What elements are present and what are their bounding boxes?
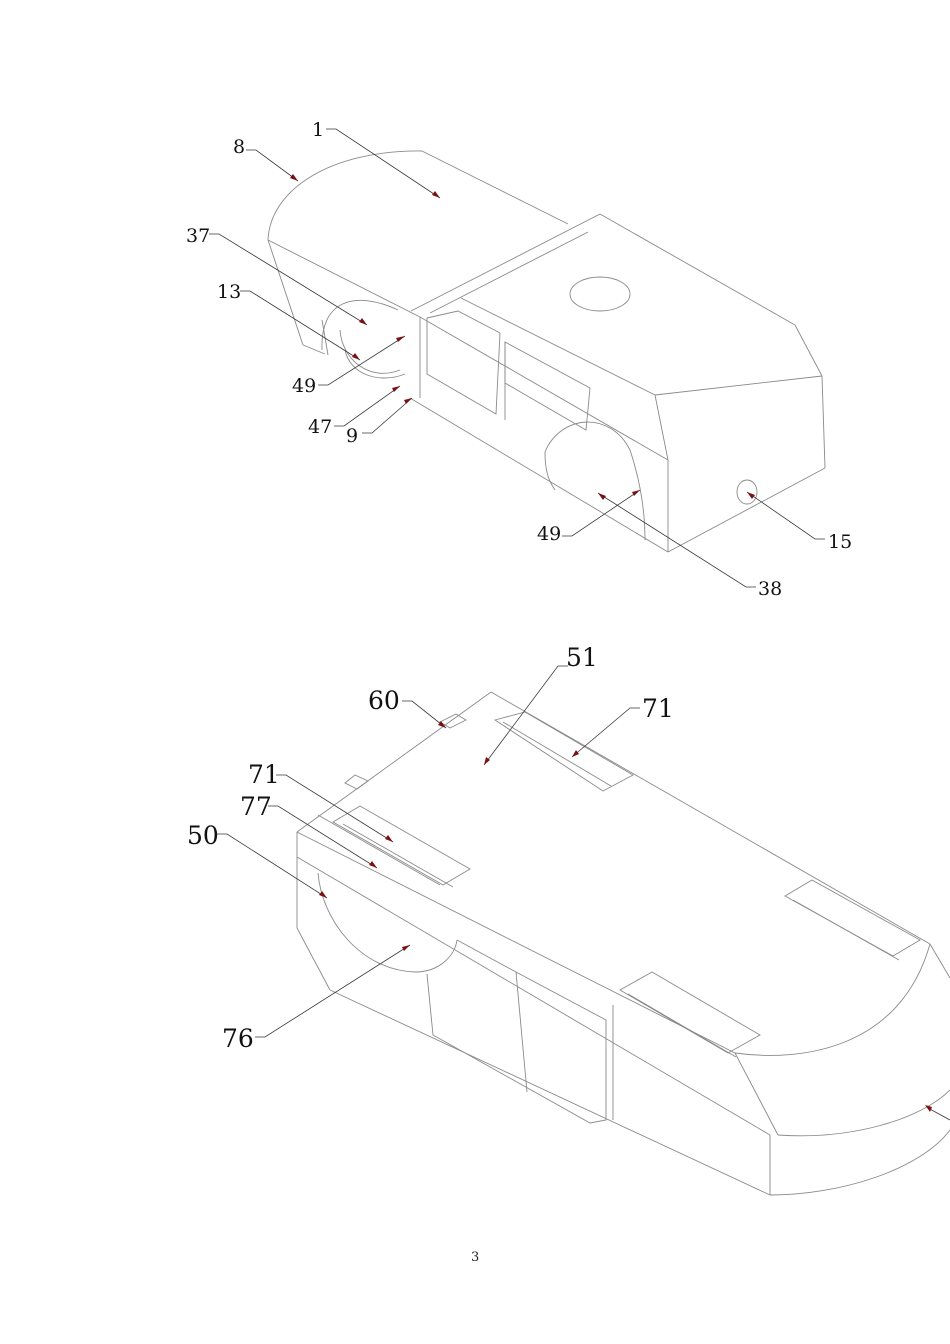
figure-top: 1 8 37 13 49 47 9 49 15 38 [186,119,852,600]
callout-13: 13 [217,281,241,303]
callout-76: 76 [222,1024,254,1053]
callout-49-front: 49 [292,375,316,397]
callout-60: 60 [368,686,400,715]
figure-bottom: 51 60 71 71 77 50 76 [187,643,950,1196]
leader-60 [402,700,447,729]
callout-77: 77 [240,792,272,821]
leader-76 [255,944,411,1038]
leader-38 [597,492,756,588]
leader-47 [334,385,401,427]
callout-50: 50 [187,821,219,850]
leader-8 [246,149,299,182]
callout-1: 1 [312,119,324,141]
leader-71-right [571,707,640,758]
callout-9: 9 [346,425,358,447]
leader-49a [318,335,406,386]
callout-8: 8 [233,136,245,158]
callout-38: 38 [758,578,782,600]
callout-37: 37 [186,225,210,247]
leader-lines-top [209,128,825,588]
leader-77 [268,805,378,869]
callout-labels-bottom: 51 60 71 71 77 50 76 [187,643,674,1053]
leader-51 [483,665,568,766]
device-body-top [267,150,826,553]
leader-9 [362,397,413,434]
page-number: 3 [471,1250,479,1265]
leader-edge-right [925,1105,950,1121]
device-body-bottom [296,691,950,1196]
leader-1 [326,128,441,199]
leader-15 [746,491,825,540]
callout-51: 51 [566,643,598,672]
callout-71-right: 71 [642,694,674,723]
leader-13 [240,290,361,361]
callout-47: 47 [308,416,332,438]
leader-lines-bottom [217,665,950,1121]
callout-71-left: 71 [248,760,280,789]
leader-37 [209,233,368,326]
leader-71-left [276,774,394,843]
leader-50 [217,833,328,899]
callout-15: 15 [828,531,852,553]
callout-49-rear: 49 [537,523,561,545]
callout-labels-top: 1 8 37 13 49 47 9 49 15 38 [186,119,852,600]
